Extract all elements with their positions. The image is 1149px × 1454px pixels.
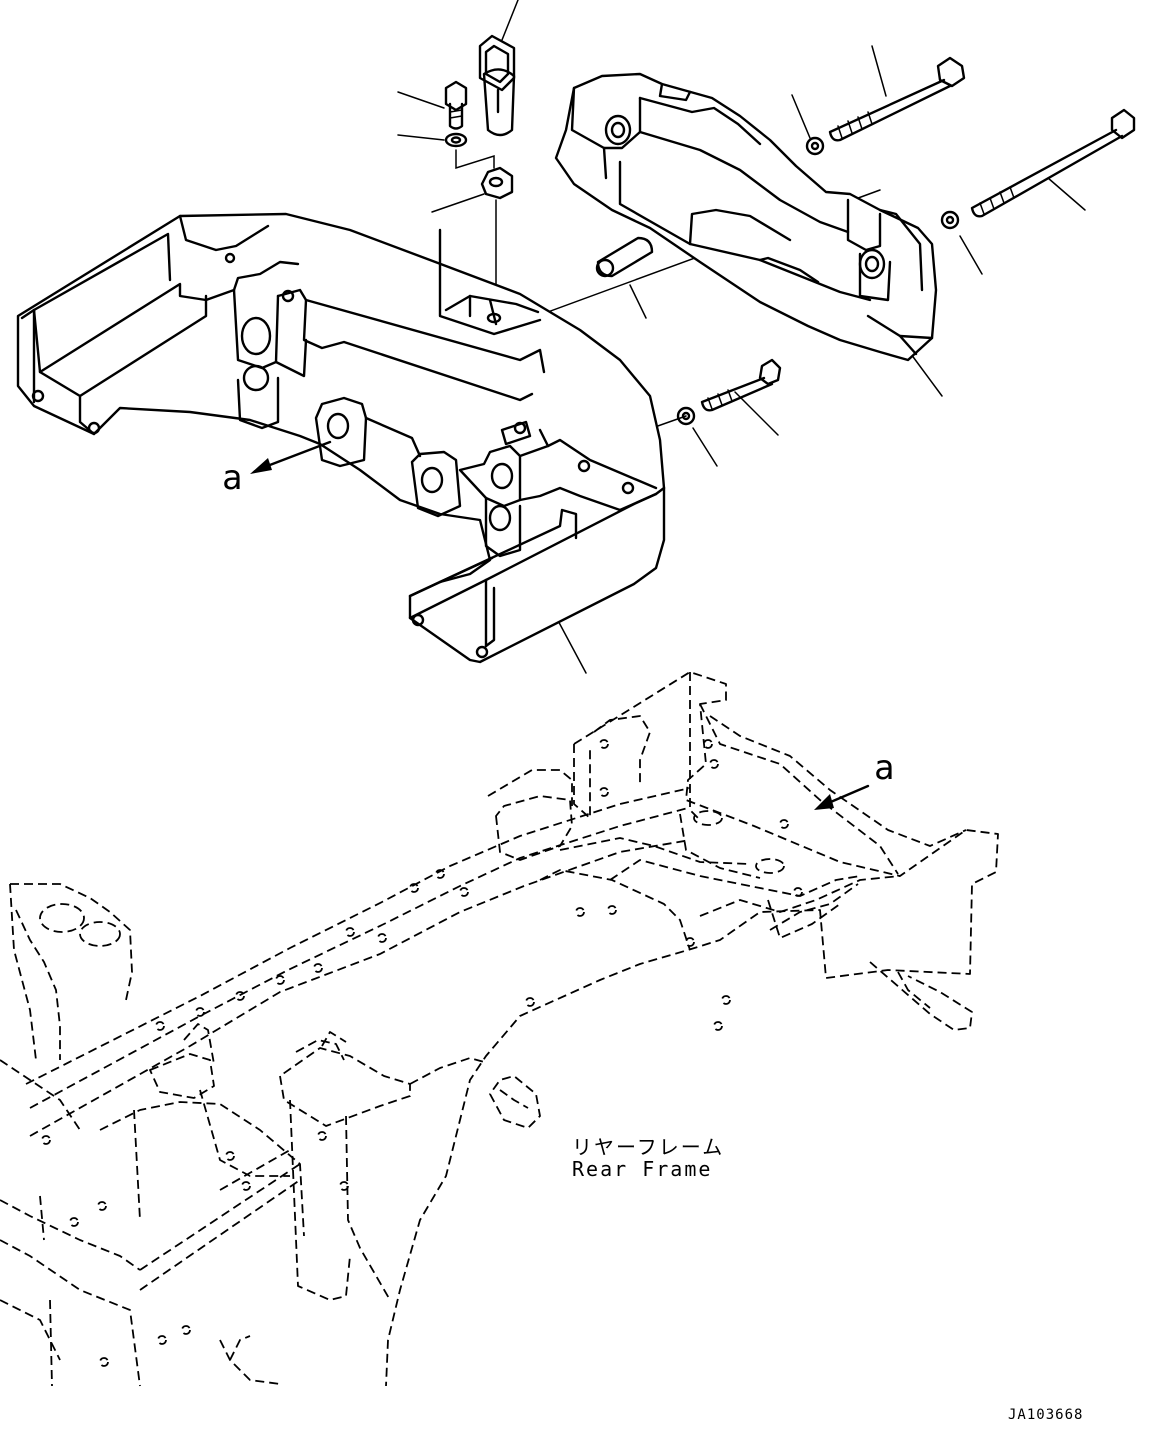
frame-holes: [41, 739, 803, 1367]
counterweight-main: [16, 212, 666, 664]
spacer-collar: [595, 236, 654, 278]
long-bolt-top: [828, 56, 966, 142]
view-label-a-top: a: [222, 458, 243, 498]
rear-frame: [0, 671, 999, 1387]
lock-pin: [478, 34, 516, 137]
washer-top: [805, 136, 825, 156]
small-washer: [444, 132, 468, 148]
drawing-number: JA103668: [1008, 1407, 1084, 1423]
view-label-a-bottom: a: [874, 748, 895, 788]
small-bolt: [444, 80, 468, 130]
leader-lines: [397, 0, 1086, 674]
washer-right: [940, 210, 960, 230]
keeper-bracket: [480, 166, 514, 200]
counterweight-upper: [554, 72, 938, 362]
mounting-holes: [31, 252, 635, 659]
rear-frame-label-jp: リヤーフレーム: [572, 1135, 725, 1159]
bolt-lower: [700, 358, 782, 412]
long-bolt-right: [970, 108, 1136, 218]
washer-lower: [676, 406, 696, 426]
rear-frame-label-en: Rear Frame: [572, 1157, 713, 1181]
view-arrow-top: [250, 440, 332, 474]
